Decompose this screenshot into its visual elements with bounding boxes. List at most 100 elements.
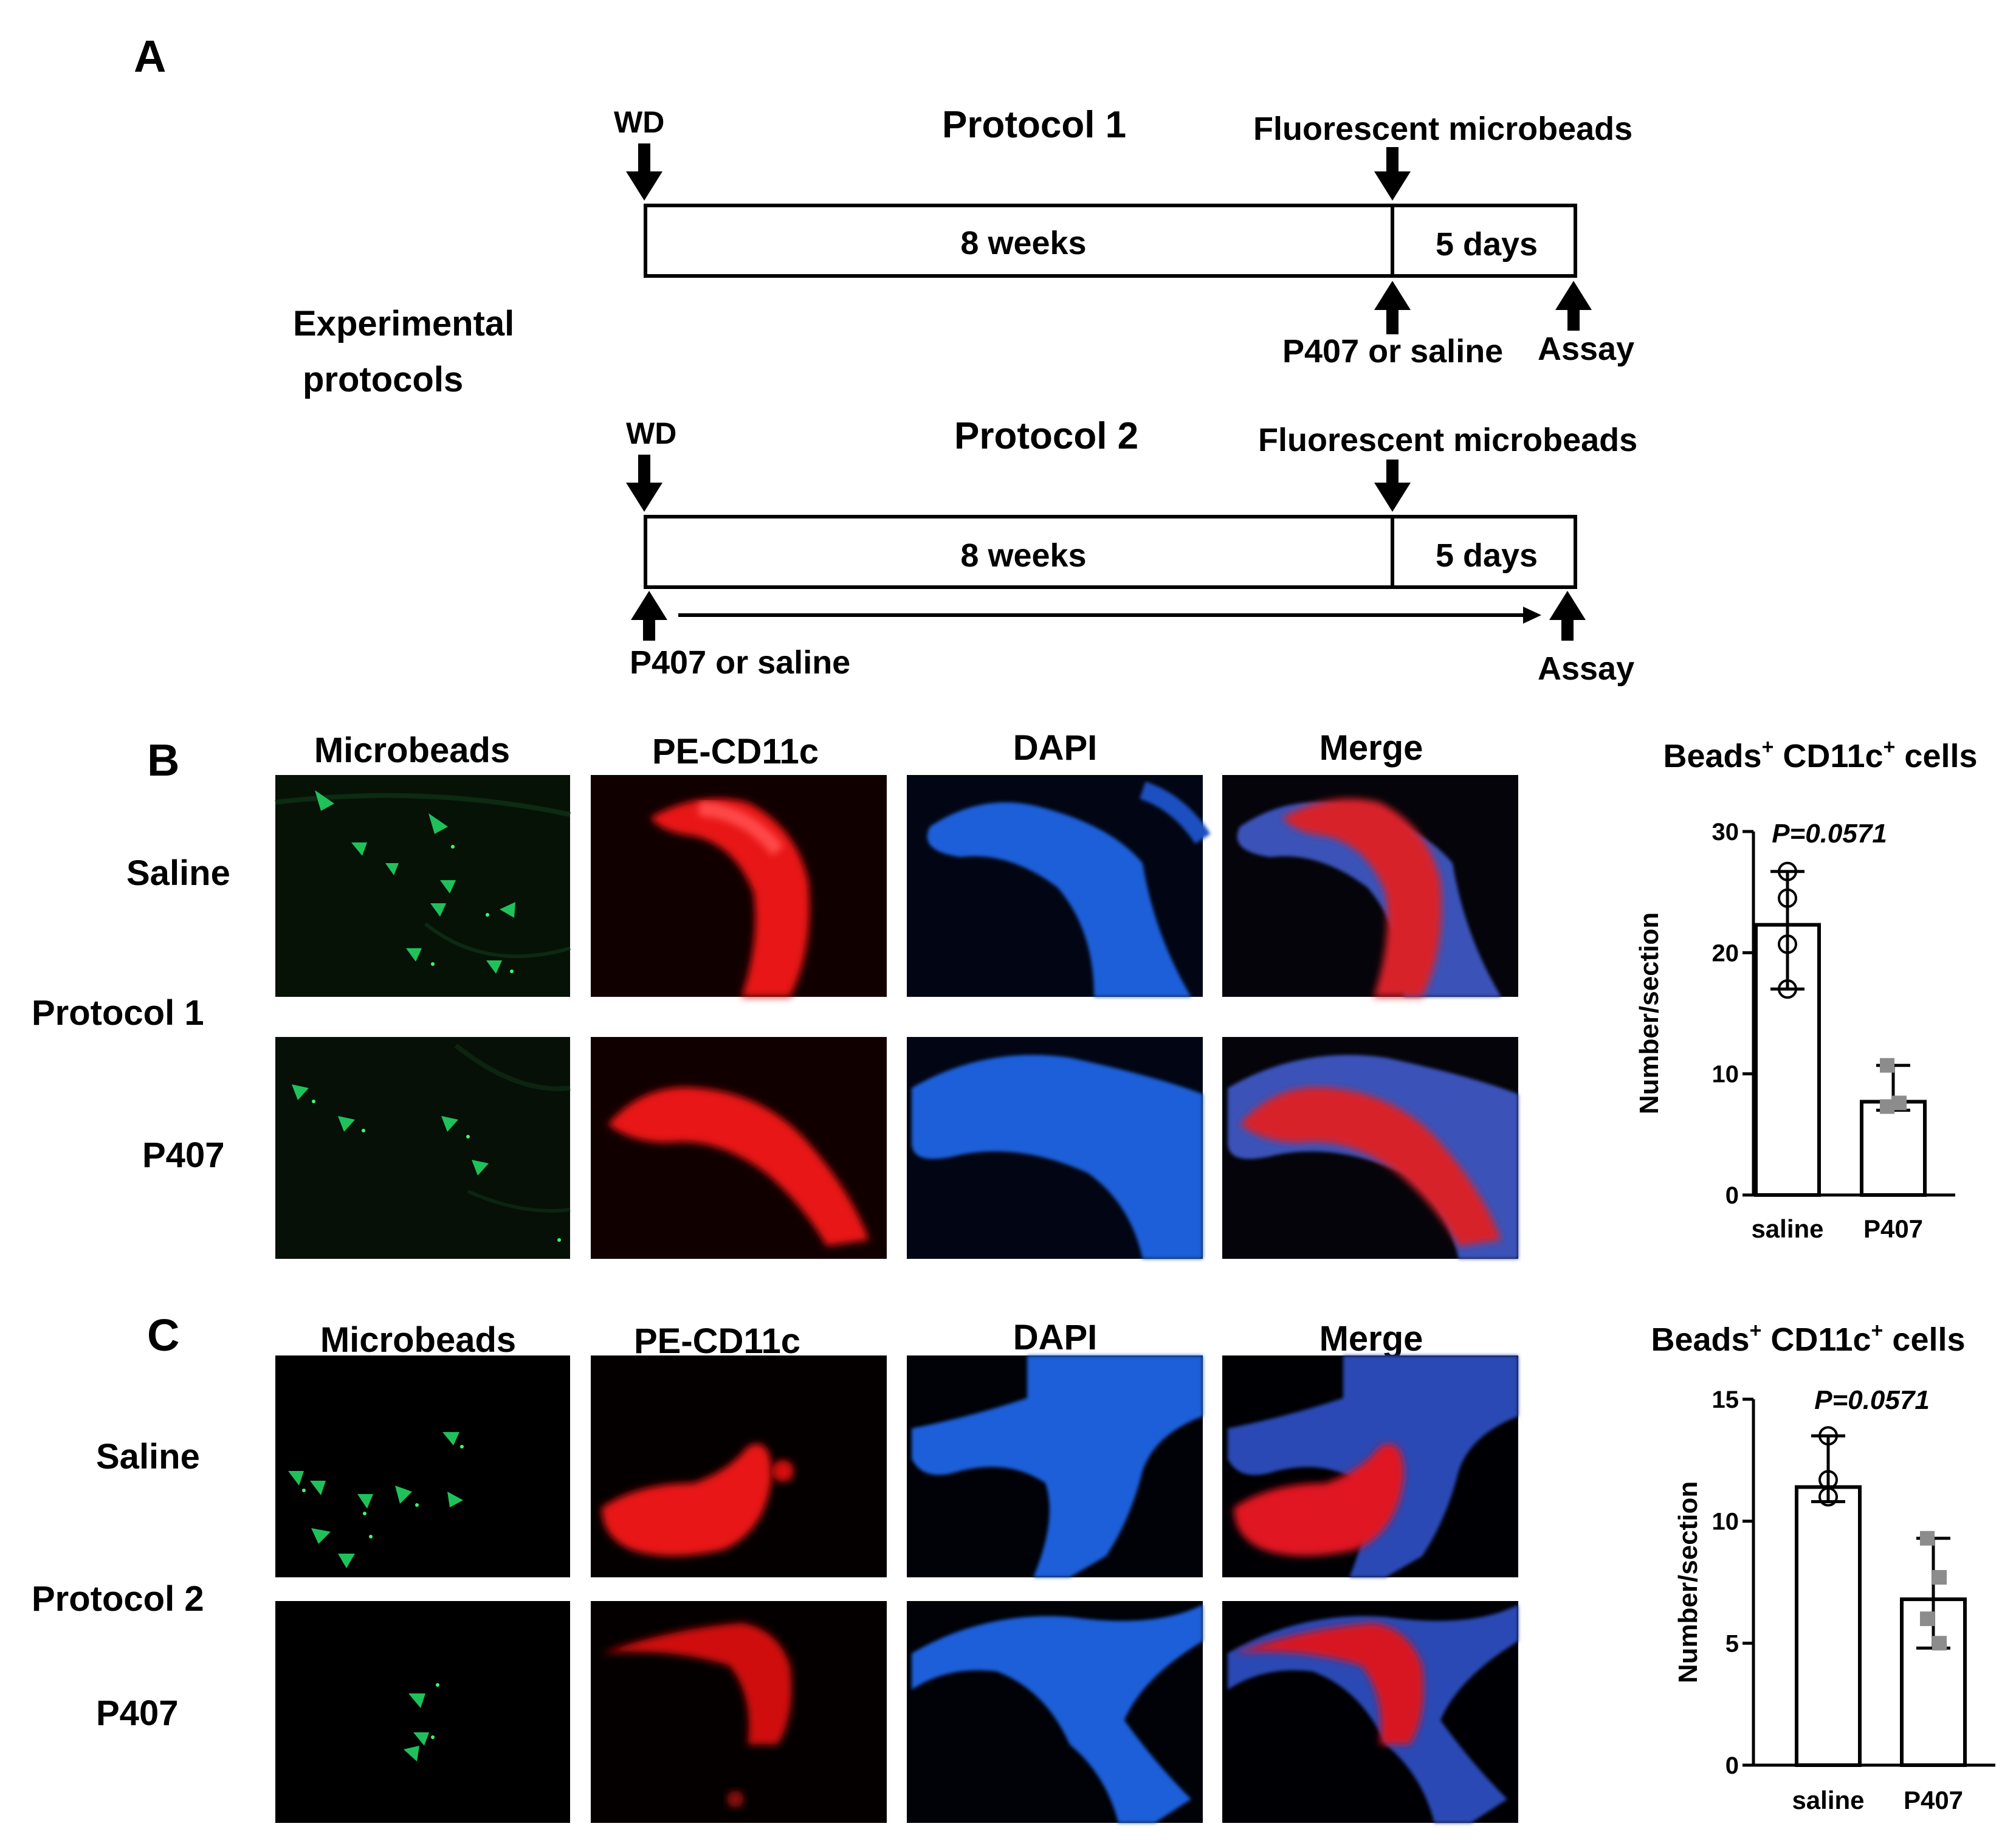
protocol1-beads-arrow-icon — [1374, 147, 1411, 201]
y-axis-label: Number/section — [1634, 912, 1664, 1115]
bead-arrows-icon — [404, 1693, 429, 1762]
micrograph-c-p407-microbeads — [275, 1601, 570, 1823]
micrograph-b-saline-microbeads — [275, 775, 571, 997]
panel-b-row-saline: Saline — [126, 853, 230, 893]
panel-c: C Microbeads PE-CD11c DAPI Merge Saline … — [32, 1310, 1518, 1823]
micrograph-c-saline-merge — [1222, 1355, 1518, 1577]
protocol1-timeline: WD Protocol 1 Fluorescent microbeads 8 w… — [614, 104, 1634, 370]
micrograph-c-saline-pe-cd11c — [591, 1355, 887, 1577]
protocol2-beads-arrow-icon — [1374, 460, 1411, 512]
experimental-label-line1: Experimental — [293, 304, 514, 343]
y-tick-label: 10 — [1712, 1509, 1739, 1535]
bead-arrows-icon — [315, 790, 515, 974]
protocol2-timeline-bar — [644, 515, 1577, 589]
protocol2-beads-label: Fluorescent microbeads — [1258, 422, 1637, 458]
micrograph-c-saline-dapi — [907, 1355, 1203, 1577]
panel-b-column-microbeads: Microbeads — [314, 731, 510, 770]
y-tick-label: 20 — [1712, 940, 1739, 966]
data-point — [1932, 1636, 1947, 1651]
x-tick-label: P407 — [1863, 1214, 1923, 1243]
micrograph-c-p407-dapi — [907, 1601, 1203, 1823]
protocol2-timeline: WD Protocol 2 Fluorescent microbeads 8 w… — [626, 415, 1637, 687]
panel-c-row-p407: P407 — [96, 1693, 178, 1733]
panel-c-letter: C — [147, 1310, 179, 1360]
y-tick-label: 15 — [1712, 1386, 1739, 1413]
data-point — [1880, 1058, 1894, 1073]
micrograph-b-saline-merge — [1222, 775, 1518, 997]
y-tick-label: 5 — [1725, 1630, 1739, 1657]
protocol2-duration-long: 8 weeks — [960, 537, 1086, 574]
chart-title: Beads+ CD11c+ cells — [1651, 1319, 1965, 1358]
protocol1-duration-long: 8 weeks — [960, 225, 1086, 261]
panel-c-column-microbeads: Microbeads — [320, 1320, 516, 1360]
panel-b-letter: B — [147, 735, 179, 785]
experimental-label-line2: protocols — [303, 360, 463, 399]
chart-title: Beads+ CD11c+ cells — [1663, 735, 1977, 774]
protocol2-title: Protocol 2 — [954, 415, 1138, 457]
panel-b: B Microbeads PE-CD11c DAPI Merge Saline … — [32, 728, 1518, 1259]
bar-saline — [1795, 1485, 1862, 1767]
x-tick-label: P407 — [1904, 1786, 1963, 1814]
bar-P407 — [1860, 1100, 1927, 1197]
panel-b-column-merge: Merge — [1319, 728, 1423, 768]
protocol2-duration-arrow-icon — [678, 607, 1541, 624]
data-point — [1818, 1487, 1838, 1507]
data-point — [1920, 1611, 1935, 1627]
protocol1-wd-label: WD — [614, 105, 664, 139]
protocol2-assay-arrow-icon — [1549, 591, 1586, 641]
panel-b-column-dapi: DAPI — [1013, 728, 1098, 768]
bar-chart-protocol2: Beads+ CD11c+ cells051015Number/sections… — [1651, 1319, 1995, 1814]
panel-a-letter: A — [134, 31, 166, 81]
micrograph-c-saline-microbeads — [275, 1355, 570, 1577]
protocol2-treatment-label: P407 or saline — [630, 644, 850, 681]
protocol1-timeline-bar — [644, 204, 1577, 278]
protocol1-assay-arrow-icon — [1555, 281, 1592, 331]
protocol2-duration-short: 5 days — [1436, 537, 1538, 574]
x-tick-label: saline — [1792, 1786, 1864, 1814]
micrograph-b-p407-dapi — [907, 1037, 1203, 1259]
micrograph-b-p407-microbeads — [275, 1037, 571, 1259]
protocol1-wd-arrow-icon — [626, 143, 662, 201]
protocol1-assay-label: Assay — [1538, 331, 1634, 367]
x-tick-label: saline — [1751, 1214, 1823, 1243]
micrograph-b-saline-pe-cd11c — [591, 775, 887, 997]
protocol1-treatment-arrow-icon — [1374, 281, 1411, 334]
y-tick-label: 0 — [1725, 1752, 1739, 1779]
panel-c-column-dapi: DAPI — [1013, 1318, 1098, 1357]
bar-chart-protocol1: Beads+ CD11c+ cells 0 10 20 30Number/section… — [1634, 735, 1978, 1243]
y-tick-label: 0 — [1725, 1182, 1739, 1209]
data-point — [1778, 979, 1797, 999]
y-tick-label: 30 — [1712, 819, 1739, 846]
data-point — [1778, 934, 1797, 954]
micrograph-b-p407-merge — [1222, 1037, 1518, 1259]
data-point — [1818, 1426, 1838, 1446]
micrograph-b-saline-dapi — [907, 775, 1211, 997]
data-point — [1778, 888, 1797, 908]
protocol2-assay-label: Assay — [1538, 650, 1634, 687]
p-value-annotation: P=0.0571 — [1772, 819, 1887, 849]
micrograph-b-p407-pe-cd11c — [591, 1037, 887, 1259]
panel-c-column-merge: Merge — [1319, 1319, 1423, 1359]
panel-b-protocol-label: Protocol 1 — [32, 993, 204, 1033]
protocol1-title: Protocol 1 — [942, 104, 1126, 146]
protocol1-treatment-label: P407 or saline — [1282, 333, 1503, 370]
bead-arrows-icon — [288, 1432, 463, 1568]
panel-b-column-pe-cd11c: PE-CD11c — [652, 732, 819, 771]
protocol2-treatment-arrow-icon — [631, 591, 667, 641]
micrograph-c-p407-pe-cd11c — [591, 1601, 887, 1823]
protocol1-beads-label: Fluorescent microbeads — [1253, 111, 1632, 147]
data-point — [1880, 1099, 1894, 1114]
micrograph-c-p407-merge — [1222, 1601, 1518, 1823]
panel-c-row-saline: Saline — [96, 1437, 200, 1476]
p-value-annotation: P=0.0571 — [1814, 1385, 1930, 1415]
panel-a: A Experimental protocols WD Protocol 1 F… — [134, 31, 1637, 687]
panel-c-column-pe-cd11c: PE-CD11c — [634, 1321, 800, 1361]
panel-b-row-p407: P407 — [142, 1135, 224, 1175]
bead-arrows-icon — [292, 1084, 489, 1176]
protocol2-wd-arrow-icon — [626, 455, 662, 512]
data-point — [1778, 861, 1797, 881]
data-point — [1932, 1569, 1947, 1585]
y-tick-label: 10 — [1712, 1061, 1739, 1088]
panel-c-protocol-label: Protocol 2 — [32, 1579, 204, 1619]
